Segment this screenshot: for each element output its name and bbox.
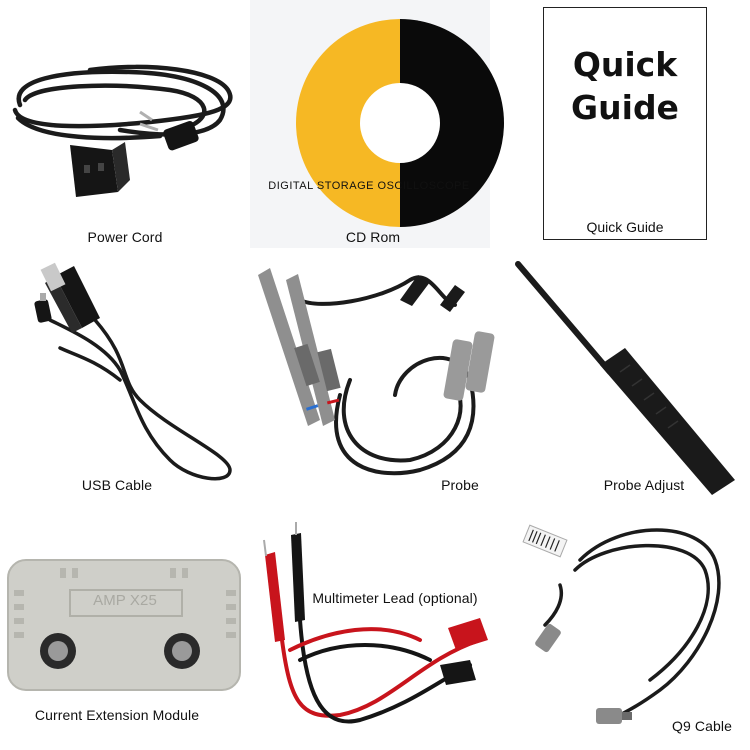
probe-caption: Probe	[441, 477, 479, 493]
probe-adjust-caption: Probe Adjust	[603, 477, 685, 493]
probe-adjust-tool-image	[515, 261, 735, 495]
current-module-caption: Current Extension Module	[34, 707, 200, 723]
cd-disc-image	[296, 19, 504, 227]
cd-yellow-half	[296, 19, 400, 227]
usb-cable-image	[34, 262, 232, 481]
quick-guide-booklet: Quick Guide Quick Guide	[543, 7, 707, 240]
multimeter-lead-caption: Multimeter Lead (optional)	[312, 590, 478, 606]
quick-guide-cover-title: Quick Guide	[571, 45, 679, 127]
cd-black-half	[400, 19, 504, 227]
cd-label-text: DIGITAL STORAGE OSCILLOSCOPE	[268, 180, 470, 192]
power-cord-caption: Power Cord	[87, 229, 163, 245]
cd-rom-caption: CD Rom	[345, 229, 401, 245]
usb-cable-caption: USB Cable	[81, 477, 153, 493]
probe-image	[258, 268, 495, 476]
module-label: AMP X25	[93, 592, 157, 609]
multimeter-lead-image	[263, 522, 488, 724]
current-module-image	[7, 559, 241, 691]
q9-cable-caption: Q9 Cable	[672, 718, 732, 734]
quick-guide-caption: Quick Guide	[586, 219, 664, 235]
power-cord-image	[12, 64, 233, 197]
